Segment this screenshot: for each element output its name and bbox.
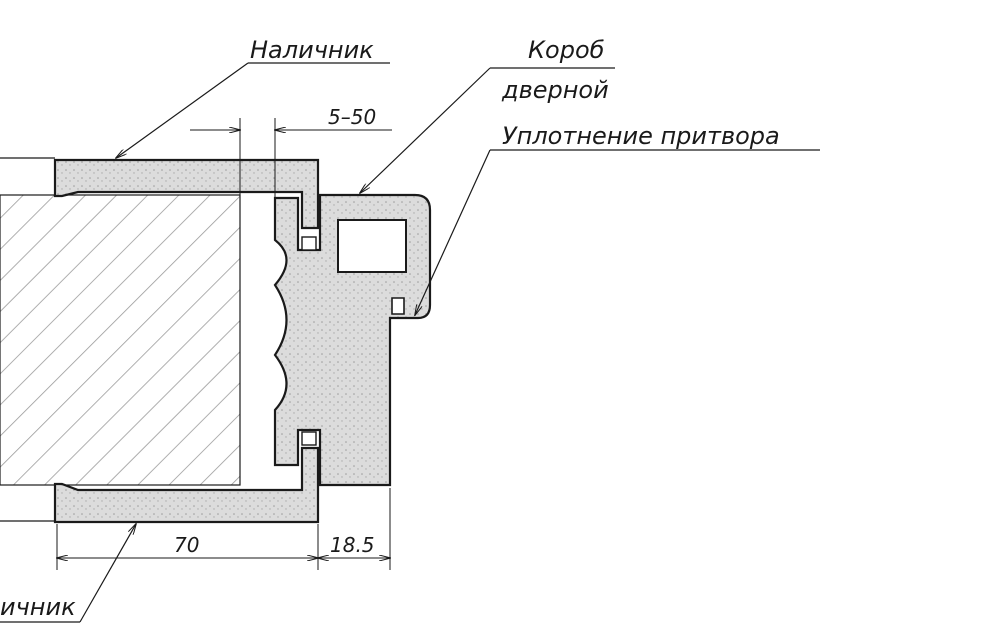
leader-korob (360, 67, 615, 193)
dimension-gap-text: 5–50 (328, 105, 376, 129)
door-box (273, 193, 432, 487)
label-nalichnik-bottom: ичник (0, 593, 76, 621)
door-leaf (0, 194, 241, 486)
label-korob-line2: дверной (501, 76, 609, 104)
casing-top (53, 158, 320, 230)
leader-uplotnenie (415, 149, 820, 315)
casing-bottom (53, 446, 320, 524)
label-korob-line1: Короб (528, 36, 605, 64)
dimension-casing-thickness (318, 488, 390, 570)
dimension-casing-thickness-text: 18.5 (330, 533, 375, 557)
dimension-casing-width (57, 524, 318, 570)
edge-reference-lines (0, 157, 55, 522)
label-nalichnik-top: Наличник (250, 36, 374, 64)
dimension-gap (190, 118, 392, 198)
dimension-casing-width-text: 70 (174, 533, 199, 557)
leader-nalichnik-top (116, 62, 390, 158)
label-uplotnenie: Уплотнение притвора (502, 122, 780, 150)
leader-nalichnik-bottom (0, 524, 136, 623)
